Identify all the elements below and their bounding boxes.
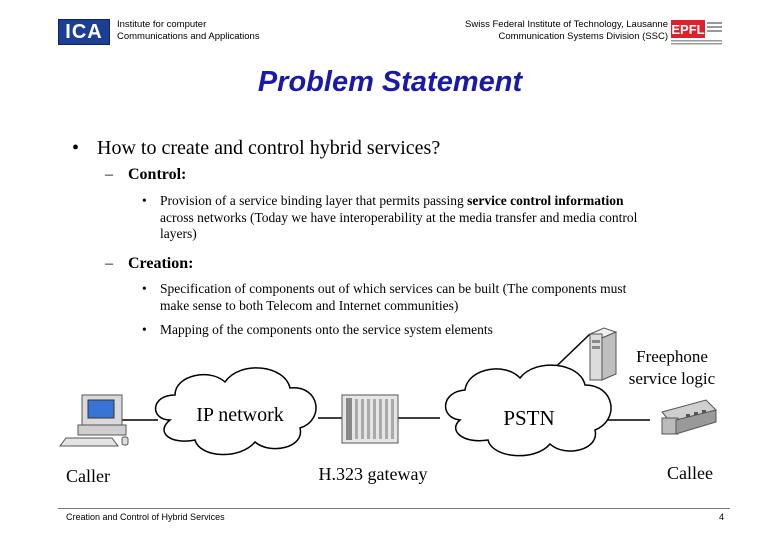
- control-line1: Provision of a service binding layer tha…: [160, 193, 637, 210]
- footer-title: Creation and Control of Hybrid Services: [66, 512, 225, 522]
- ip-network-cloud: [154, 367, 317, 456]
- header-left-line1: Institute for computer: [117, 19, 207, 30]
- dash-creation: –: [105, 255, 113, 272]
- caller-label: Caller: [66, 466, 110, 486]
- footer-divider: [58, 508, 730, 509]
- caller-computer-icon: [59, 394, 129, 447]
- creation-label: Creation:: [128, 255, 194, 272]
- pstn-cloud: [444, 364, 612, 457]
- pstn-label: PSTN: [503, 406, 555, 430]
- freephone-server-icon: [588, 327, 618, 381]
- control-text: Provision of a service binding layer tha…: [160, 193, 637, 243]
- header-right-text: Swiss Federal Institute of Technology, L…: [465, 19, 668, 43]
- callee-telephone-icon: [661, 399, 717, 435]
- ip-network-label: IP network: [196, 404, 284, 426]
- control-line2: across networks (Today we have interoper…: [160, 209, 638, 225]
- control-text-a: Provision of a service binding layer tha…: [160, 193, 468, 208]
- bullet-dot: •: [72, 137, 80, 159]
- bullet-dot: •: [142, 193, 147, 208]
- control-label: Control:: [128, 166, 187, 183]
- gateway-label: H.323 gateway: [318, 464, 428, 484]
- creation-item2: Mapping of the components onto the servi…: [160, 322, 493, 337]
- bullet-dot: •: [142, 281, 147, 296]
- slide-title: Problem Statement: [257, 66, 523, 98]
- creation-line1: Specification of components out of which…: [160, 281, 627, 296]
- header-left-text: Institute for computer Communications an…: [117, 19, 260, 43]
- control-line3: layers): [160, 226, 197, 241]
- control-text-b: service control information: [467, 193, 624, 208]
- callee-label: Callee: [667, 463, 713, 483]
- bullet-main: How to create and control hybrid service…: [97, 137, 441, 159]
- freephone-line2: service logic: [628, 369, 716, 388]
- freephone-line1: Freephone: [636, 347, 708, 366]
- page-number: 4: [718, 512, 724, 522]
- creation-text: Specification of components out of which…: [160, 281, 626, 314]
- freephone-label: Freephone service logic: [610, 346, 734, 390]
- creation-line2: make sense to both Telecom and Internet …: [160, 297, 459, 313]
- ica-logo: ICA: [58, 19, 110, 45]
- gateway-rack-icon: [341, 394, 399, 444]
- header-left-line2: Communications and Applications: [117, 31, 260, 42]
- epfl-logo-text: EPFL: [671, 22, 704, 37]
- header-right-line2: Communication Systems Division (SSC): [498, 31, 668, 42]
- bullet-dot: •: [142, 322, 147, 337]
- header-right-line1: Swiss Federal Institute of Technology, L…: [465, 19, 668, 30]
- dash-control: –: [105, 166, 113, 183]
- epfl-logo: EPFL: [671, 18, 723, 46]
